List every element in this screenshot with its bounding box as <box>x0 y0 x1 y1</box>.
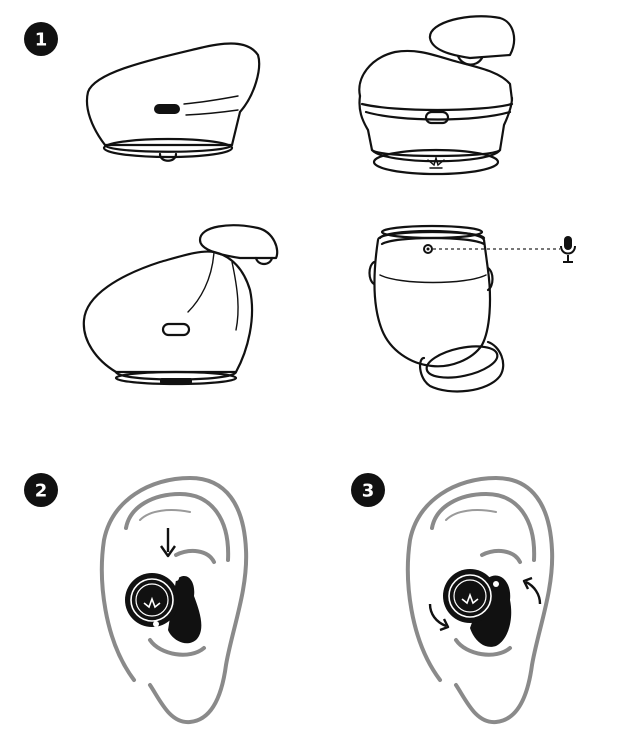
earbud-side-view-top-left <box>85 42 261 162</box>
step-badge-3: 3 <box>351 473 385 507</box>
status-led-icon <box>154 104 180 114</box>
microphone-icon <box>560 236 576 263</box>
step-badge-2: 2 <box>24 473 58 507</box>
brand-logo-icon <box>143 596 161 609</box>
step-number-1: 1 <box>35 30 48 51</box>
rotate-arrow-icon <box>428 576 542 632</box>
arrow-down-icon <box>160 528 176 558</box>
step-number-2: 2 <box>35 481 48 502</box>
brand-logo-icon <box>427 155 445 169</box>
step-badge-1: 1 <box>24 22 58 56</box>
ear-illustration-step-2 <box>99 476 249 725</box>
brand-logo-icon <box>461 592 479 605</box>
ear-illustration-step-3 <box>405 476 555 725</box>
earbud-in-ear-step-3 <box>443 569 512 647</box>
earbud-front-view-bottom-right <box>368 224 560 393</box>
earbud-side-view-bottom-left <box>82 224 279 386</box>
earbud-in-ear-step-2 <box>125 573 202 644</box>
step-number-3: 3 <box>362 481 375 502</box>
earbud-angled-view-top-right <box>358 15 516 176</box>
